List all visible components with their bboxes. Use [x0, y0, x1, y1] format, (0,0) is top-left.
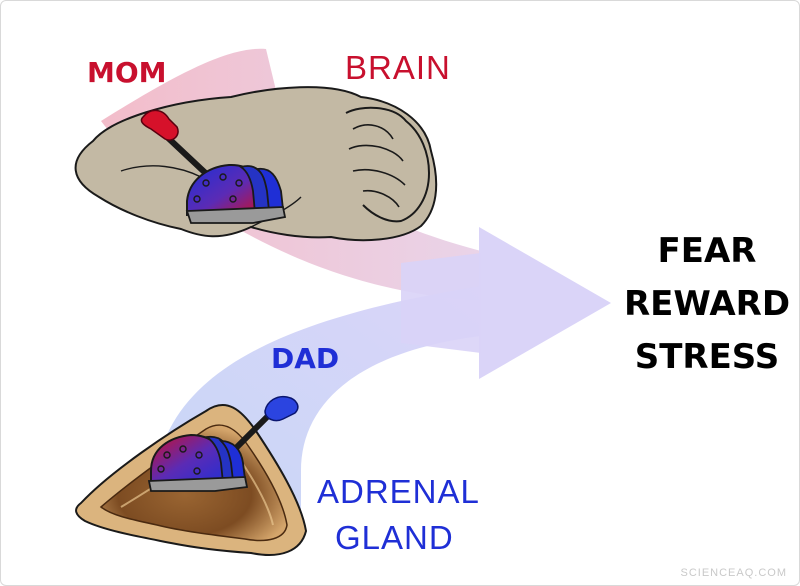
brain-lever-switch-icon — [140, 109, 287, 224]
mom-label: MOM — [87, 56, 167, 89]
dad-label: DAD — [271, 342, 340, 375]
effect-reward: REWARD — [623, 284, 791, 324]
watermark: SCIENCEAQ.COM — [680, 567, 787, 579]
adrenal-label: ADRENAL — [317, 473, 480, 510]
flow-arrow-icon — [479, 227, 611, 379]
gland-lever-switch-icon — [147, 395, 299, 492]
brain-label: BRAIN — [345, 49, 451, 86]
flow-arrow-shaft — [401, 253, 481, 353]
effect-stress: STRESS — [634, 337, 780, 377]
gland-label: GLAND — [335, 519, 454, 556]
effect-fear: FEAR — [657, 231, 757, 271]
